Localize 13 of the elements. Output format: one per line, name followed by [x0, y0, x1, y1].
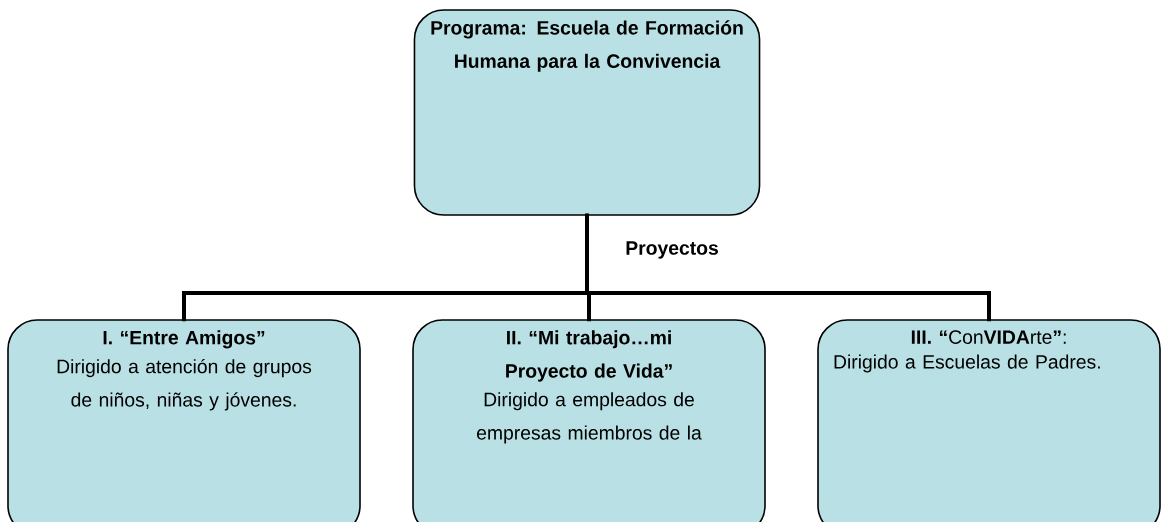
box-heading: I. “Entre Amigos” — [103, 330, 265, 349]
box-heading: II. “Mi trabajo…mi Proyecto de Vida” — [506, 330, 672, 382]
rounded-box — [412, 319, 766, 522]
box-text: Dirigido a empleados de empresas miembros de la — [477, 392, 702, 444]
rounded-box — [817, 319, 1161, 522]
rounded-box — [413, 9, 761, 216]
connector-line — [585, 213, 991, 322]
box-heading: III. “ConVIDArte”: — [911, 330, 1066, 344]
box-text: Dirigido a Escuelas de Padres. — [834, 354, 1100, 373]
branch-label: Proyectos — [626, 241, 718, 259]
rounded-box — [7, 319, 361, 522]
box-heading: Programa: Escuela de Formación Humana para la Convivencia — [431, 20, 743, 72]
box-text: Dirigido a atención de grupos de niños, niñas y jóvenes. — [57, 358, 312, 411]
